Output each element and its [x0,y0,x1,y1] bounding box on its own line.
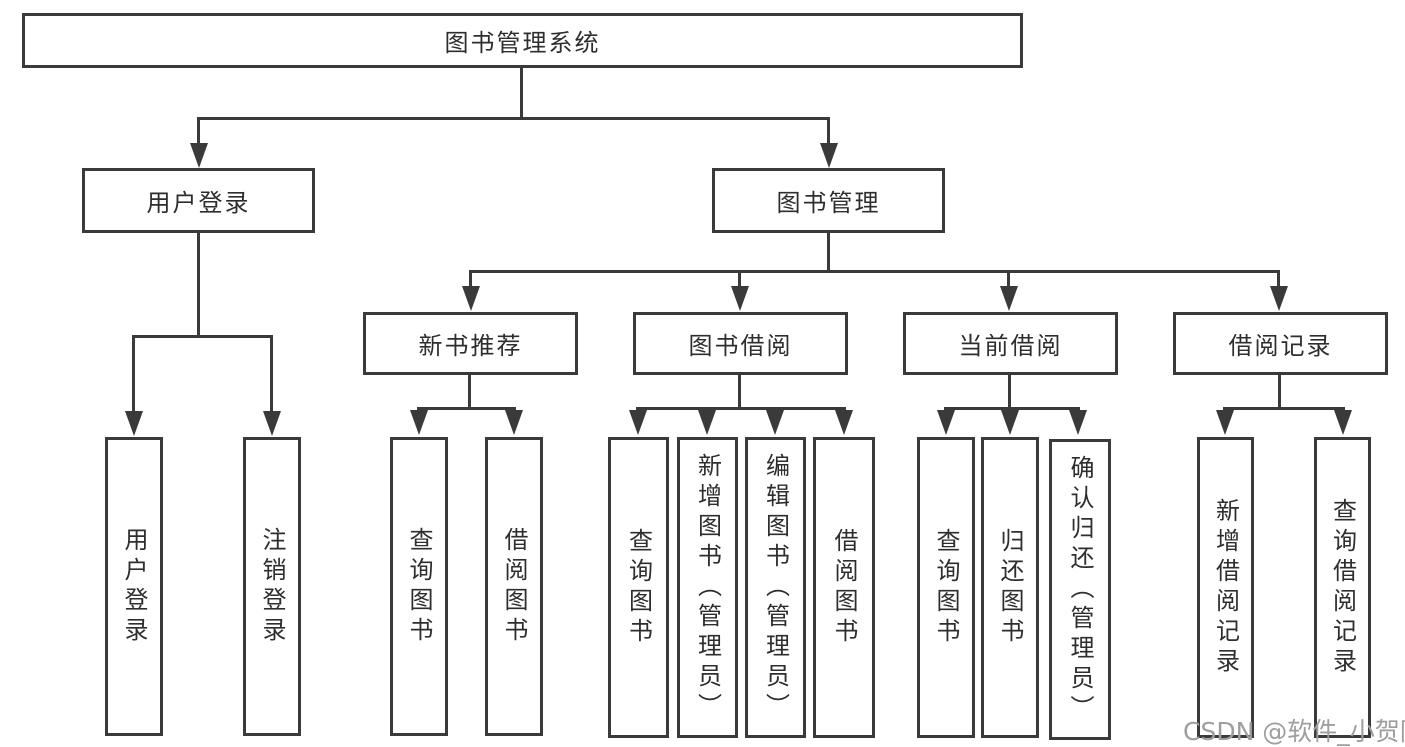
arrowhead-book-borrow [731,286,749,311]
leaf-bb-edit-books-admin: 编辑图书（管理员） [745,437,806,738]
node-new-book-rec-label: 新书推荐 [418,332,523,360]
arrowhead-nbr-borrow [505,410,523,435]
leaf-br-query-record-label: 查询借阅记录 [1328,497,1357,678]
leaf-bb-add-books-admin: 新增图书（管理员） [677,437,738,738]
leaf-br-add-record: 新增借阅记录 [1197,437,1254,738]
leaf-nbr-query-books: 查询图书 [390,437,448,736]
arrowhead-bb-edit [766,410,784,435]
node-current-borrow: 当前借阅 [903,312,1118,375]
leaf-cb-query-books-label: 查询图书 [932,527,960,648]
arrowhead-new-book-rec [462,286,480,311]
node-borrow-record-label: 借阅记录 [1228,332,1333,360]
node-user-login: 用户登录 [82,168,315,233]
arrowhead-br-query [1334,410,1352,435]
arrowhead-cb-return [1001,410,1019,435]
node-root-label: 图书管理系统 [444,29,601,57]
connector-level3-drop-1 [469,270,472,288]
connector-book-borrow-stem [738,375,741,410]
node-root-system: 图书管理系统 [22,13,1023,68]
leaf-logout: 注销登录 [243,437,301,736]
connector-new-book-rec-stem [468,375,471,410]
arrowhead-bb-add [698,410,716,435]
arrowhead-leaf-logout [263,411,281,436]
arrowhead-borrow-record [1270,286,1288,311]
node-book-borrow: 图书借阅 [633,312,848,375]
leaf-cb-query-books: 查询图书 [917,437,975,738]
arrowhead-cb-confirm [1069,410,1087,435]
leaf-bb-query-books-label: 查询图书 [624,527,653,648]
leaf-user-login-label: 用户登录 [120,526,148,647]
leaf-nbr-borrow-books: 借阅图书 [485,437,543,736]
leaf-br-add-record-label: 新增借阅记录 [1211,497,1240,678]
connector-current-borrow-rail [944,407,1080,410]
leaf-logout-label: 注销登录 [258,526,286,647]
leaf-bb-edit-books-admin-label: 编辑图书（管理员） [761,452,790,723]
connector-level3-drop-2 [738,270,741,288]
connector-book-borrow-rail [636,407,846,410]
node-current-borrow-label: 当前借阅 [958,332,1063,360]
connector-level3-drop-4 [1277,270,1280,288]
connector-level2-drop-right [827,117,830,145]
leaf-bb-add-books-admin-label: 新增图书（管理员） [693,452,722,723]
connector-borrow-record-stem [1278,375,1281,410]
connector-current-borrow-stem [1008,375,1011,410]
connector-user-login-stem [197,233,200,338]
arrowhead-user-login [190,143,208,168]
arrowhead-cb-query [937,410,955,435]
node-borrow-record: 借阅记录 [1173,312,1388,375]
connector-new-book-rec-rail [417,407,516,410]
connector-borrow-record-rail [1223,407,1345,410]
node-user-login-label: 用户登录 [146,189,251,217]
arrowhead-br-add [1216,410,1234,435]
leaf-bb-query-books: 查询图书 [608,437,669,738]
connector-user-login-rail [132,335,273,338]
connector-level3-rail [469,270,1280,273]
leaf-cb-confirm-return-admin: 确认归还（管理员） [1049,439,1111,740]
arrowhead-bb-query [629,410,647,435]
leaf-cb-return-books-label: 归还图书 [996,527,1024,648]
node-book-mgmt-label: 图书管理 [776,189,881,217]
connector-level2-drop-left [197,117,200,145]
arrowhead-current-borrow [1000,286,1018,311]
arrowhead-nbr-query [410,410,428,435]
leaf-cb-return-books: 归还图书 [981,437,1039,738]
leaf-bb-borrow-books: 借阅图书 [813,437,875,738]
node-new-book-rec: 新书推荐 [363,312,578,375]
leaf-cb-confirm-return-admin-label: 确认归还（管理员） [1066,454,1094,725]
leaf-nbr-borrow-books-label: 借阅图书 [500,526,528,647]
connector-level2-rail [197,117,830,120]
arrowhead-leaf-user-login [125,411,143,436]
arrowhead-book-mgmt [820,143,838,168]
connector-user-login-drop-left [132,335,135,413]
node-book-mgmt: 图书管理 [712,168,945,233]
arrowhead-bb-borrow [835,410,853,435]
connector-root-stem [520,68,523,119]
connector-level3-drop-3 [1007,270,1010,288]
leaf-br-query-record: 查询借阅记录 [1314,437,1371,738]
connector-book-mgmt-stem [827,233,830,273]
leaf-bb-borrow-books-label: 借阅图书 [830,527,858,648]
csdn-watermark: CSDN @软件_小贺同学 [1183,717,1405,746]
leaf-user-login: 用户登录 [105,437,163,736]
leaf-nbr-query-books-label: 查询图书 [405,526,433,647]
connector-user-login-drop-right [270,335,273,413]
node-book-borrow-label: 图书借阅 [688,332,793,360]
